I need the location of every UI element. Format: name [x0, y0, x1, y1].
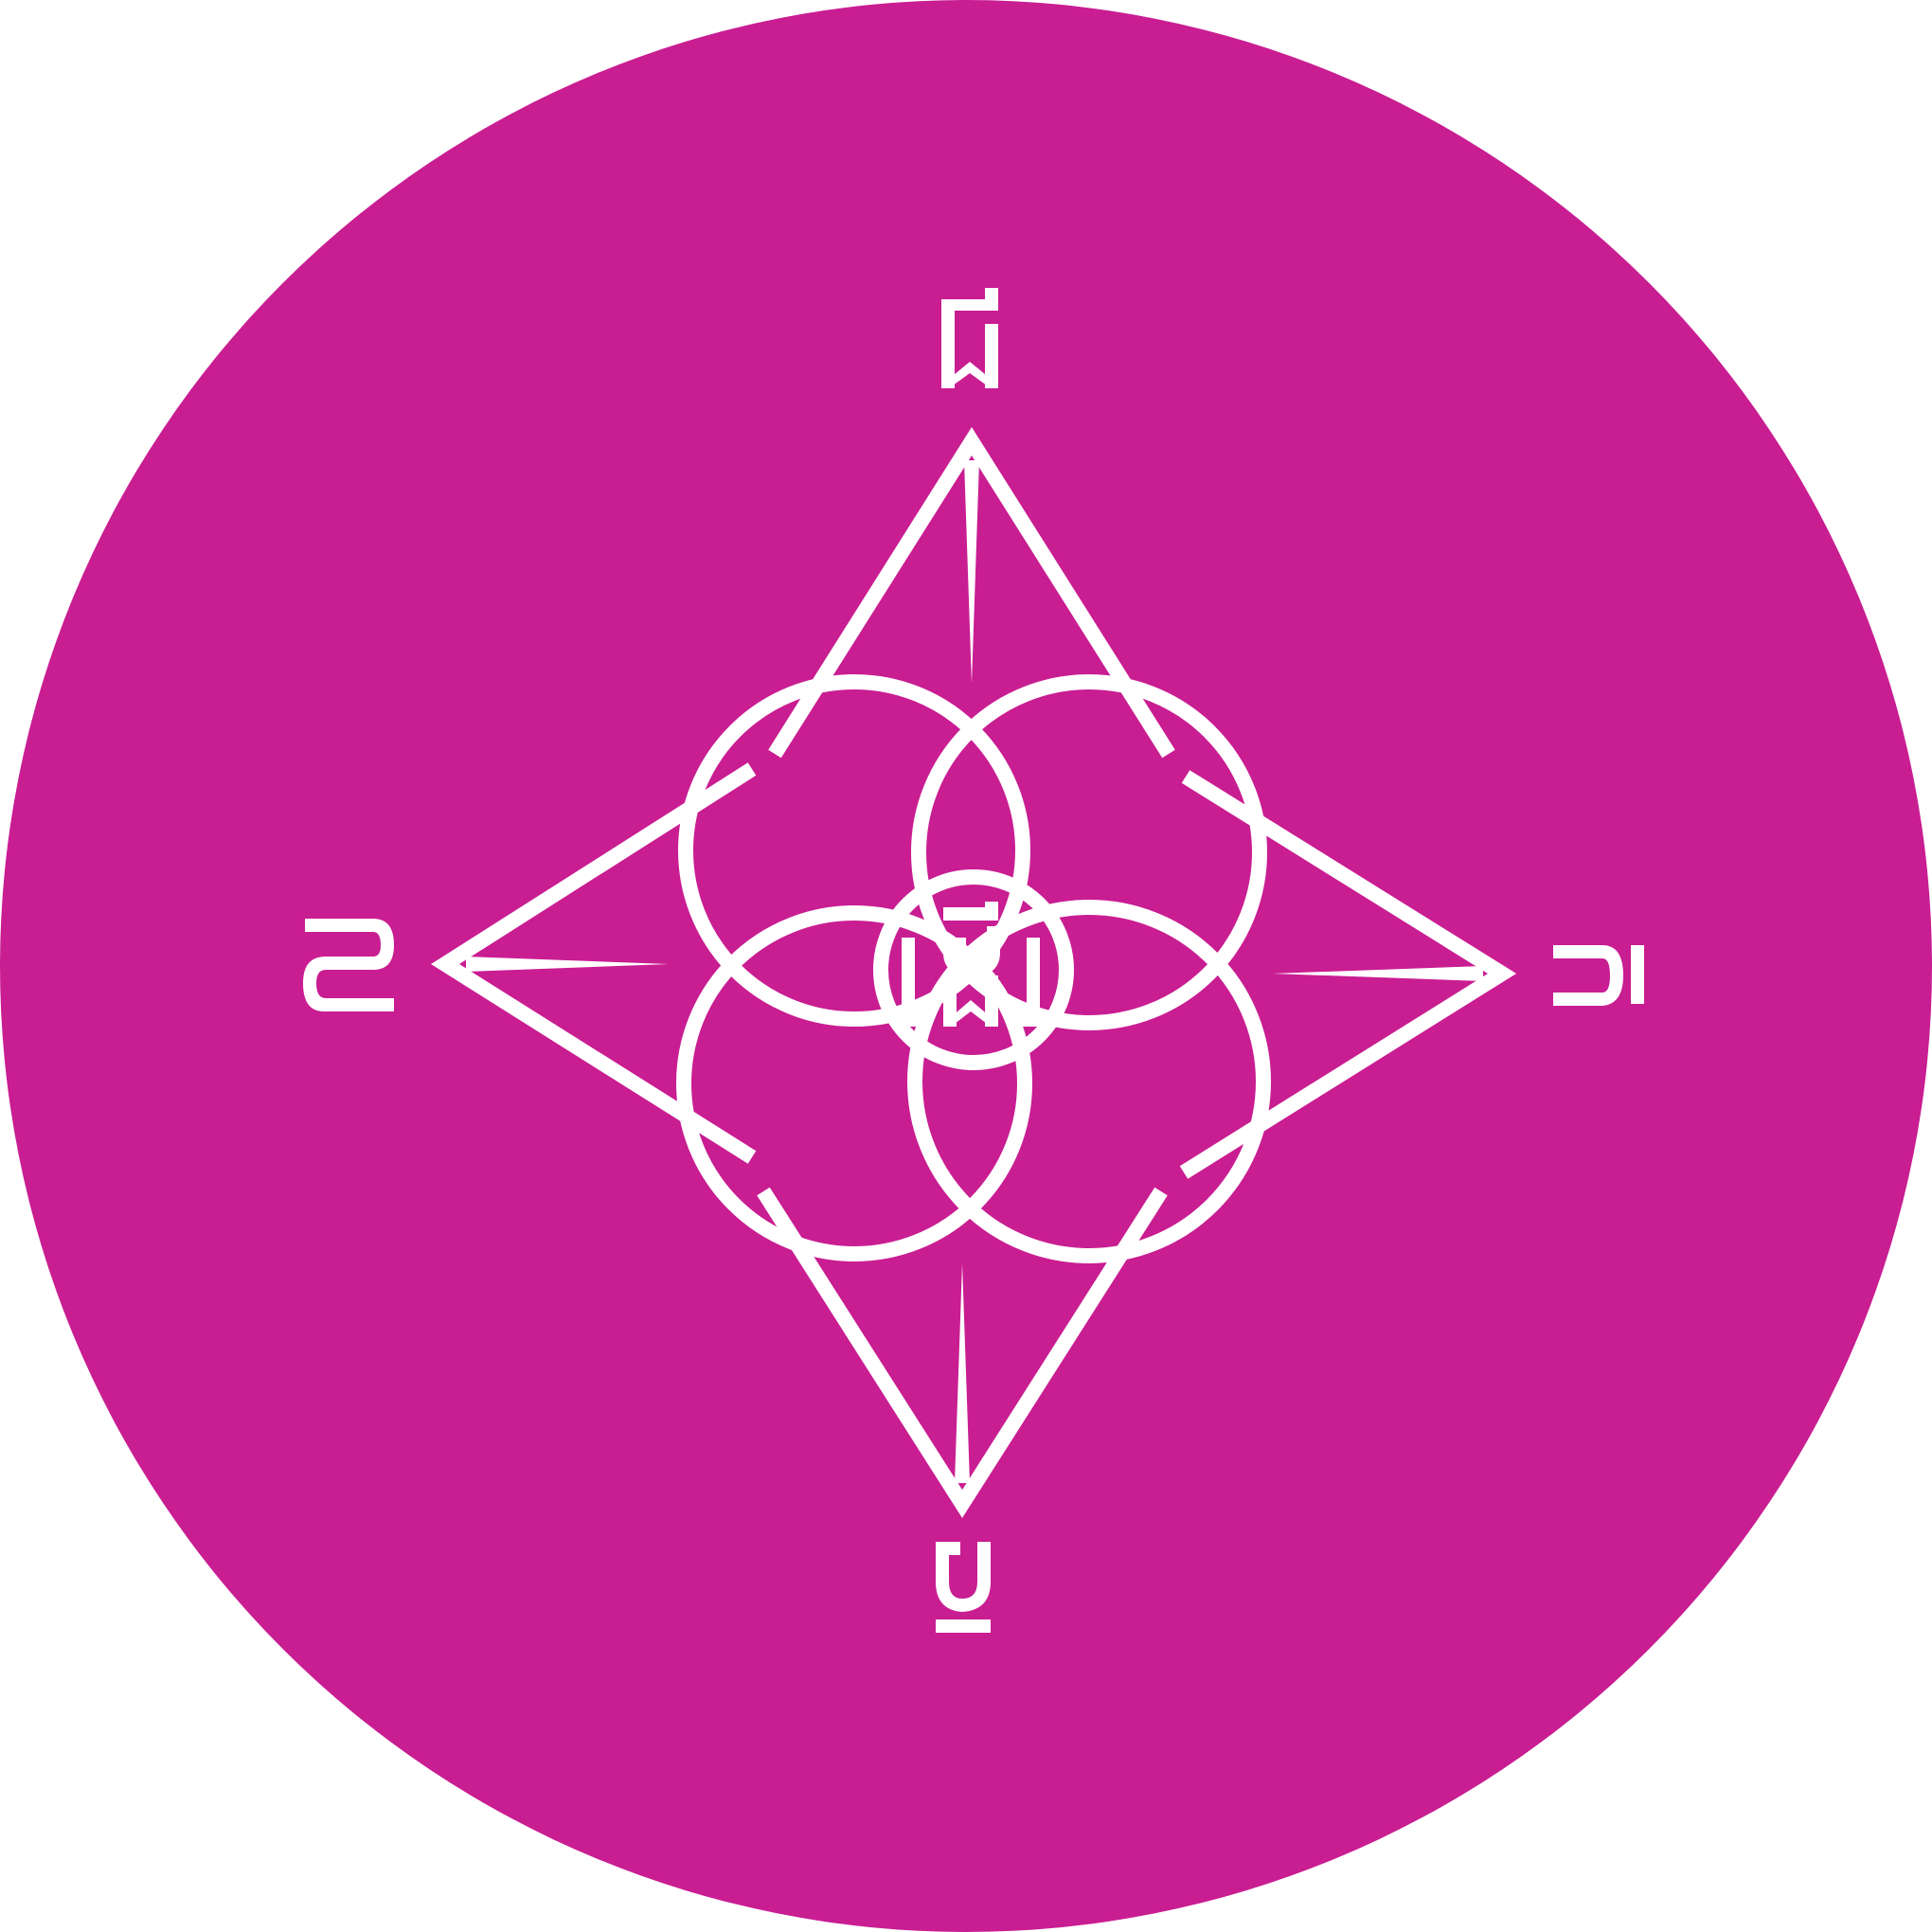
bottom-needle — [955, 1263, 970, 1483]
center-glyph-icon — [902, 902, 1040, 1027]
left-glyph-icon — [303, 919, 394, 1011]
ring-northwest — [678, 674, 1030, 1027]
needles — [466, 460, 1483, 1483]
top-spike — [768, 426, 1175, 759]
top-glyph-icon — [941, 288, 998, 388]
compass-star — [431, 426, 1517, 1518]
ring-southeast — [907, 900, 1271, 1263]
rings-final — [676, 674, 1271, 1263]
ring-southwest — [676, 905, 1032, 1261]
right-needle — [1273, 966, 1483, 981]
ring-northeast-main — [911, 674, 1267, 1030]
bottom-glyph-icon — [936, 1542, 991, 1633]
ring-center — [873, 869, 1074, 1070]
bottom-spike — [757, 1187, 1168, 1518]
right-glyph-icon — [1553, 945, 1644, 1006]
left-spike — [431, 762, 757, 1164]
left-needle — [466, 957, 669, 972]
right-spike — [1179, 770, 1517, 1179]
top-needle — [964, 460, 979, 684]
